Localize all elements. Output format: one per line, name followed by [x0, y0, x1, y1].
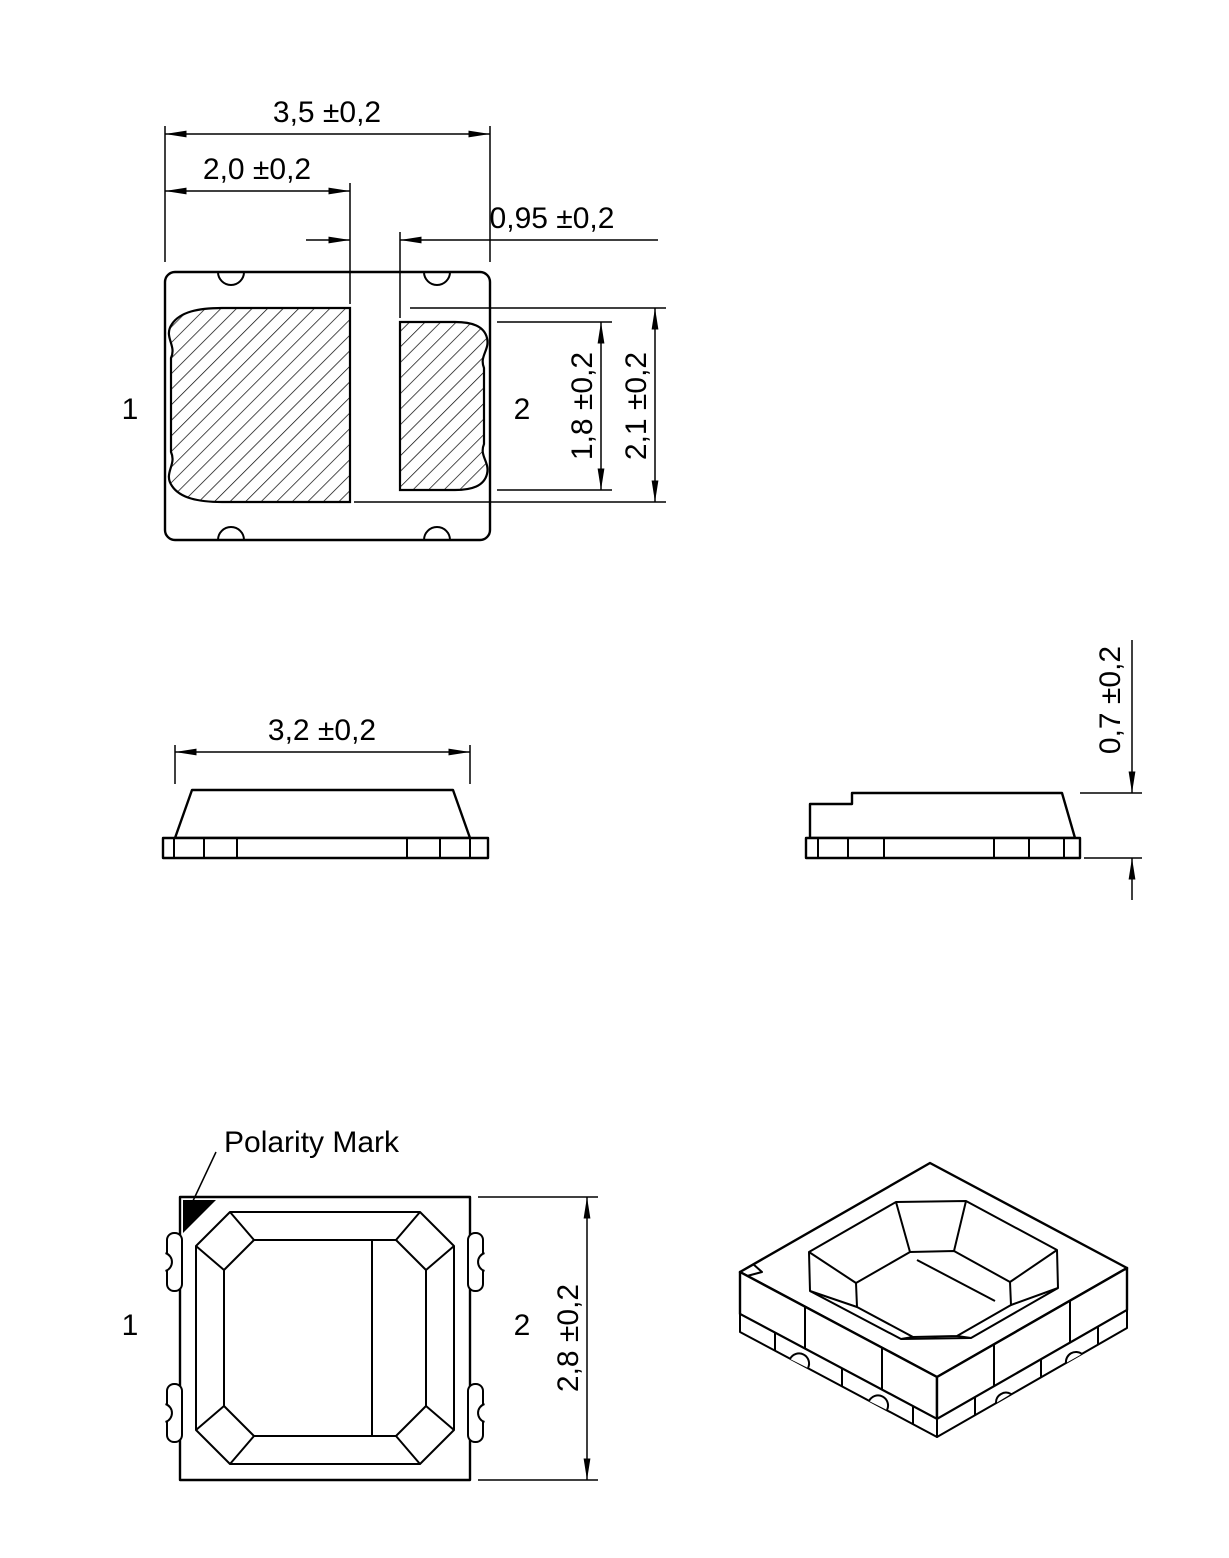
castellation-scallop [868, 1394, 890, 1411]
pin1-number-label: 1 [122, 1309, 139, 1342]
pad2-number-label: 2 [514, 393, 531, 426]
castellation-notch [477, 1252, 485, 1272]
castellation-notch [165, 1403, 173, 1423]
dim-pad1-width-label: 2,0 ±0,2 [203, 153, 311, 186]
terminal-dividers [817, 838, 1065, 858]
reflector-corner-edges [195, 1211, 455, 1465]
body-profile [173, 788, 472, 840]
castellation-arcs [217, 271, 451, 541]
package-outline [163, 270, 492, 542]
castellation-notch [477, 1403, 485, 1423]
package-body [178, 1195, 472, 1482]
top-view: Polarity Mark 2,8 ±0,2 1 2 [122, 1126, 598, 1482]
pin2-number-label: 2 [514, 1309, 531, 1342]
dim-height-label: 0,7 ±0,2 [1094, 646, 1127, 754]
right-base-strip [936, 1309, 1128, 1438]
polarity-mark-label: Polarity Mark [224, 1126, 400, 1159]
terminal-strip [804, 836, 1082, 860]
body-profile [808, 791, 1077, 840]
base-terminal-dividers [774, 1326, 1099, 1424]
dim-pad2-width-label: 0,95 ±0,2 [490, 202, 615, 235]
dim-body-depth-label: 2,8 ±0,2 [552, 1284, 585, 1392]
pad2-hatched [398, 320, 489, 492]
floor-divider-line [916, 1259, 996, 1302]
dim-pad2-height-label: 1,8 ±0,2 [566, 352, 599, 460]
cavity-wall-edges [808, 1200, 1059, 1340]
dim-total-width-label: 3,5 ±0,2 [273, 96, 381, 129]
polarity-mark-triangle [183, 1200, 216, 1233]
side-view: 0,7 ±0,2 [804, 640, 1142, 900]
dim-pad1-height-label: 2,1 ±0,2 [620, 352, 653, 460]
polarity-corner-notch [746, 1263, 763, 1277]
isometric-view [738, 1161, 1129, 1438]
castellation-notch [165, 1252, 173, 1272]
castellation-scallop [1064, 1351, 1083, 1364]
polarity-leader-line [191, 1151, 217, 1204]
side-terminal-edges [804, 1301, 1071, 1390]
castellation-scallop [789, 1352, 811, 1369]
terminal-dividers [173, 838, 471, 858]
front-view: 3,2 ±0,2 [161, 714, 490, 860]
pad1-hatched [167, 306, 352, 504]
pad1-number-label: 1 [122, 393, 139, 426]
footprint-view: 3,5 ±0,2 2,0 ±0,2 0,95 ±0,2 1,8 ±0,2 2,1… [122, 96, 666, 542]
castellation-scallop [994, 1391, 1012, 1404]
dim-body-width-label: 3,2 ±0,2 [268, 714, 376, 747]
